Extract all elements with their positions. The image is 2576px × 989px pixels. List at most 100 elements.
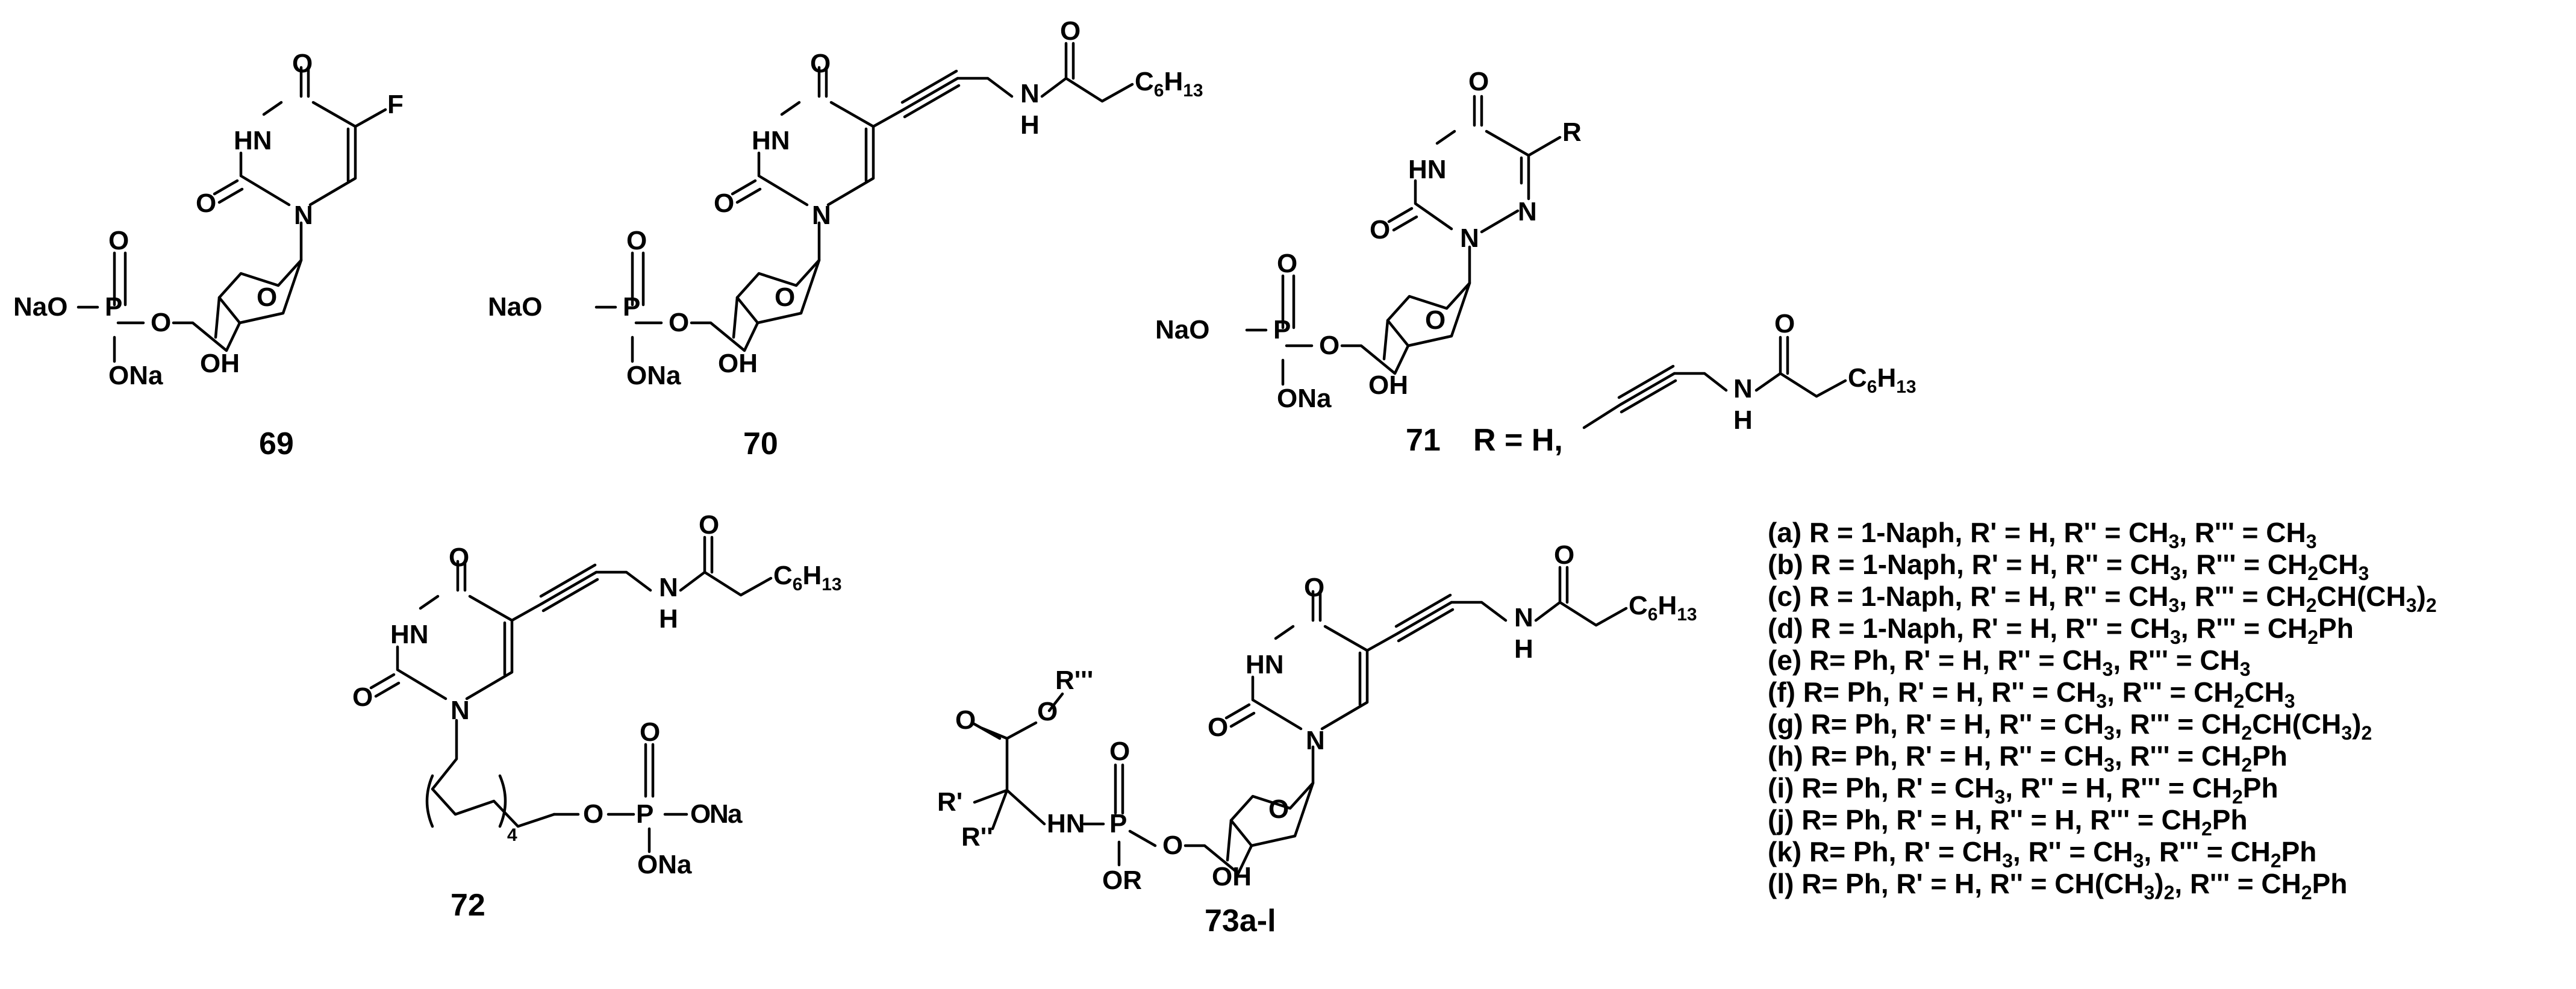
- atom-label: C6H13: [773, 561, 842, 594]
- atom-label: O: [699, 510, 719, 540]
- atom-label: O: [151, 308, 171, 337]
- substituent-line: (c) R = 1-Naph, R' = H, R'' = CH3, R''' …: [1768, 581, 2437, 616]
- substituent-line: (d) R = 1-Naph, R' = H, R'' = CH3, R''' …: [1768, 613, 2354, 648]
- atom-label: R': [937, 787, 962, 817]
- compound-label-72: 72: [451, 888, 485, 923]
- compound-label-69: 69: [259, 426, 294, 461]
- atom-label: O: [257, 282, 277, 312]
- atom-label: N: [1733, 374, 1753, 404]
- atom-label: OH: [718, 349, 758, 378]
- atom-label: HN: [1408, 155, 1447, 184]
- atom-label: O: [1774, 309, 1795, 339]
- atom-label: HN: [390, 620, 429, 649]
- atom-label: NaO: [13, 292, 67, 322]
- atom-label: HN: [752, 126, 790, 155]
- substituent-list: (a) R = 1-Naph, R' = H, R'' = CH3, R''' …: [1768, 517, 2437, 903]
- atom-label: O: [1208, 713, 1228, 742]
- atom-label: H: [659, 604, 678, 634]
- atom-label: P: [623, 292, 640, 322]
- structure-71: O HN O N N R O OH O P O NaO ONa N H O C6…: [1155, 67, 1916, 458]
- atom-label: P: [636, 799, 653, 829]
- atom-label: ONa: [637, 850, 692, 879]
- atom-label: O: [640, 717, 660, 747]
- atom-label: N: [1460, 223, 1479, 253]
- atom-label: N: [451, 696, 470, 725]
- atom-label: HN: [234, 126, 272, 155]
- structure-69: O HN O N F O OH O P O NaO ONa 69: [13, 49, 404, 461]
- substituent-line: (k) R= Ph, R' = CH3, R'' = CH3, R''' = C…: [1768, 836, 2316, 872]
- atom-label: C6H13: [1848, 363, 1916, 397]
- substituent-line: (j) R= Ph, R' = H, R'' = H, R''' = CH2Ph: [1768, 804, 2248, 840]
- repeat-count: 4: [507, 825, 517, 845]
- atom-label: O: [1319, 331, 1339, 360]
- atom-label: O: [1277, 249, 1297, 278]
- atom-label: O: [1554, 540, 1574, 570]
- substituent-line: (a) R = 1-Naph, R' = H, R'' = CH3, R''' …: [1768, 517, 2317, 552]
- substituent-line: (l) R= Ph, R' = H, R'' = CH(CH3)2, R''' …: [1768, 868, 2347, 903]
- substituent-line: (h) R= Ph, R' = H, R'' = CH3, R''' = CH2…: [1768, 740, 2288, 776]
- atom-label: O: [352, 682, 373, 712]
- atom-label: N: [1306, 726, 1325, 755]
- atom-label: C6H13: [1135, 67, 1203, 101]
- atom-label: O: [1162, 831, 1183, 860]
- atom-label: NaO: [1155, 315, 1209, 345]
- atom-label: N: [1514, 603, 1533, 632]
- atom-label: O: [1060, 16, 1081, 46]
- atom-label: O: [1037, 697, 1058, 726]
- substituent-line: (e) R= Ph, R' = H, R'' = CH3, R''' = CH3: [1768, 644, 2251, 680]
- atom-label: F: [387, 90, 404, 119]
- atom-label: N: [659, 573, 678, 602]
- atom-label: P: [1109, 809, 1127, 838]
- atom-label: N: [812, 201, 831, 230]
- atom-label: N: [709, 799, 729, 829]
- atom-label: H: [1733, 405, 1753, 435]
- atom-label: O: [810, 49, 831, 78]
- atom-label: OH: [1212, 862, 1252, 891]
- r-definition-label: R = H,: [1473, 423, 1563, 458]
- atom-label: N: [1518, 197, 1537, 226]
- substituent-line: (g) R= Ph, R' = H, R'' = CH3, R''' = CH2…: [1768, 708, 2372, 744]
- structure-72: O HN O N N H O C6H13 4 O P O O N a ONa 7…: [352, 510, 842, 923]
- atom-label: O: [714, 189, 734, 218]
- atom-label: R''': [1055, 666, 1093, 695]
- atom-label: O: [690, 799, 711, 829]
- atom-label: H: [1514, 634, 1533, 664]
- atom-label: HN: [1246, 650, 1284, 679]
- atom-label: O: [1304, 573, 1324, 602]
- atom-label: a: [728, 799, 743, 829]
- atom-label: O: [292, 49, 313, 78]
- structure-70: O HN O N N H O C6H13 O OH O P O NaO ONa …: [488, 16, 1203, 461]
- atom-label: OR: [1102, 866, 1142, 895]
- atom-label: O: [1268, 794, 1289, 824]
- substituent-line: (i) R= Ph, R' = CH3, R'' = H, R''' = CH2…: [1768, 772, 2278, 808]
- atom-label: O: [669, 308, 689, 337]
- compound-label-70: 70: [743, 426, 778, 461]
- atom-label: NaO: [488, 292, 542, 322]
- atom-label: O: [1425, 305, 1445, 335]
- atom-label: P: [1273, 315, 1291, 345]
- atom-label: ONa: [626, 361, 681, 390]
- atom-label: HN: [1047, 809, 1085, 838]
- atom-label: R: [1562, 117, 1582, 147]
- atom-label: O: [1109, 737, 1130, 766]
- atom-label: ONa: [1277, 384, 1332, 413]
- atom-label: O: [626, 226, 647, 255]
- atom-label: R'': [961, 822, 993, 852]
- compound-label-71: 71: [1406, 423, 1441, 458]
- substituent-line: (f) R= Ph, R' = H, R'' = CH3, R''' = CH2…: [1768, 676, 2295, 712]
- atom-label: H: [1020, 110, 1040, 140]
- atom-label: N: [294, 201, 313, 230]
- atom-label: O: [583, 799, 603, 829]
- compound-label-73: 73a-l: [1205, 903, 1276, 938]
- atom-label: OH: [1368, 370, 1408, 400]
- atom-label: O: [1468, 67, 1489, 96]
- atom-label: N: [1020, 79, 1040, 108]
- atom-label: C6H13: [1629, 591, 1697, 625]
- atom-label: O: [196, 189, 216, 218]
- structure-73: O HN O N N H O C6H13 O OH O P O OR HN R'…: [937, 540, 1697, 938]
- atom-label: O: [449, 543, 469, 572]
- substituent-line: (b) R = 1-Naph, R' = H, R'' = CH3, R''' …: [1768, 549, 2369, 584]
- atom-label: OH: [200, 349, 240, 378]
- atom-label: O: [775, 282, 795, 312]
